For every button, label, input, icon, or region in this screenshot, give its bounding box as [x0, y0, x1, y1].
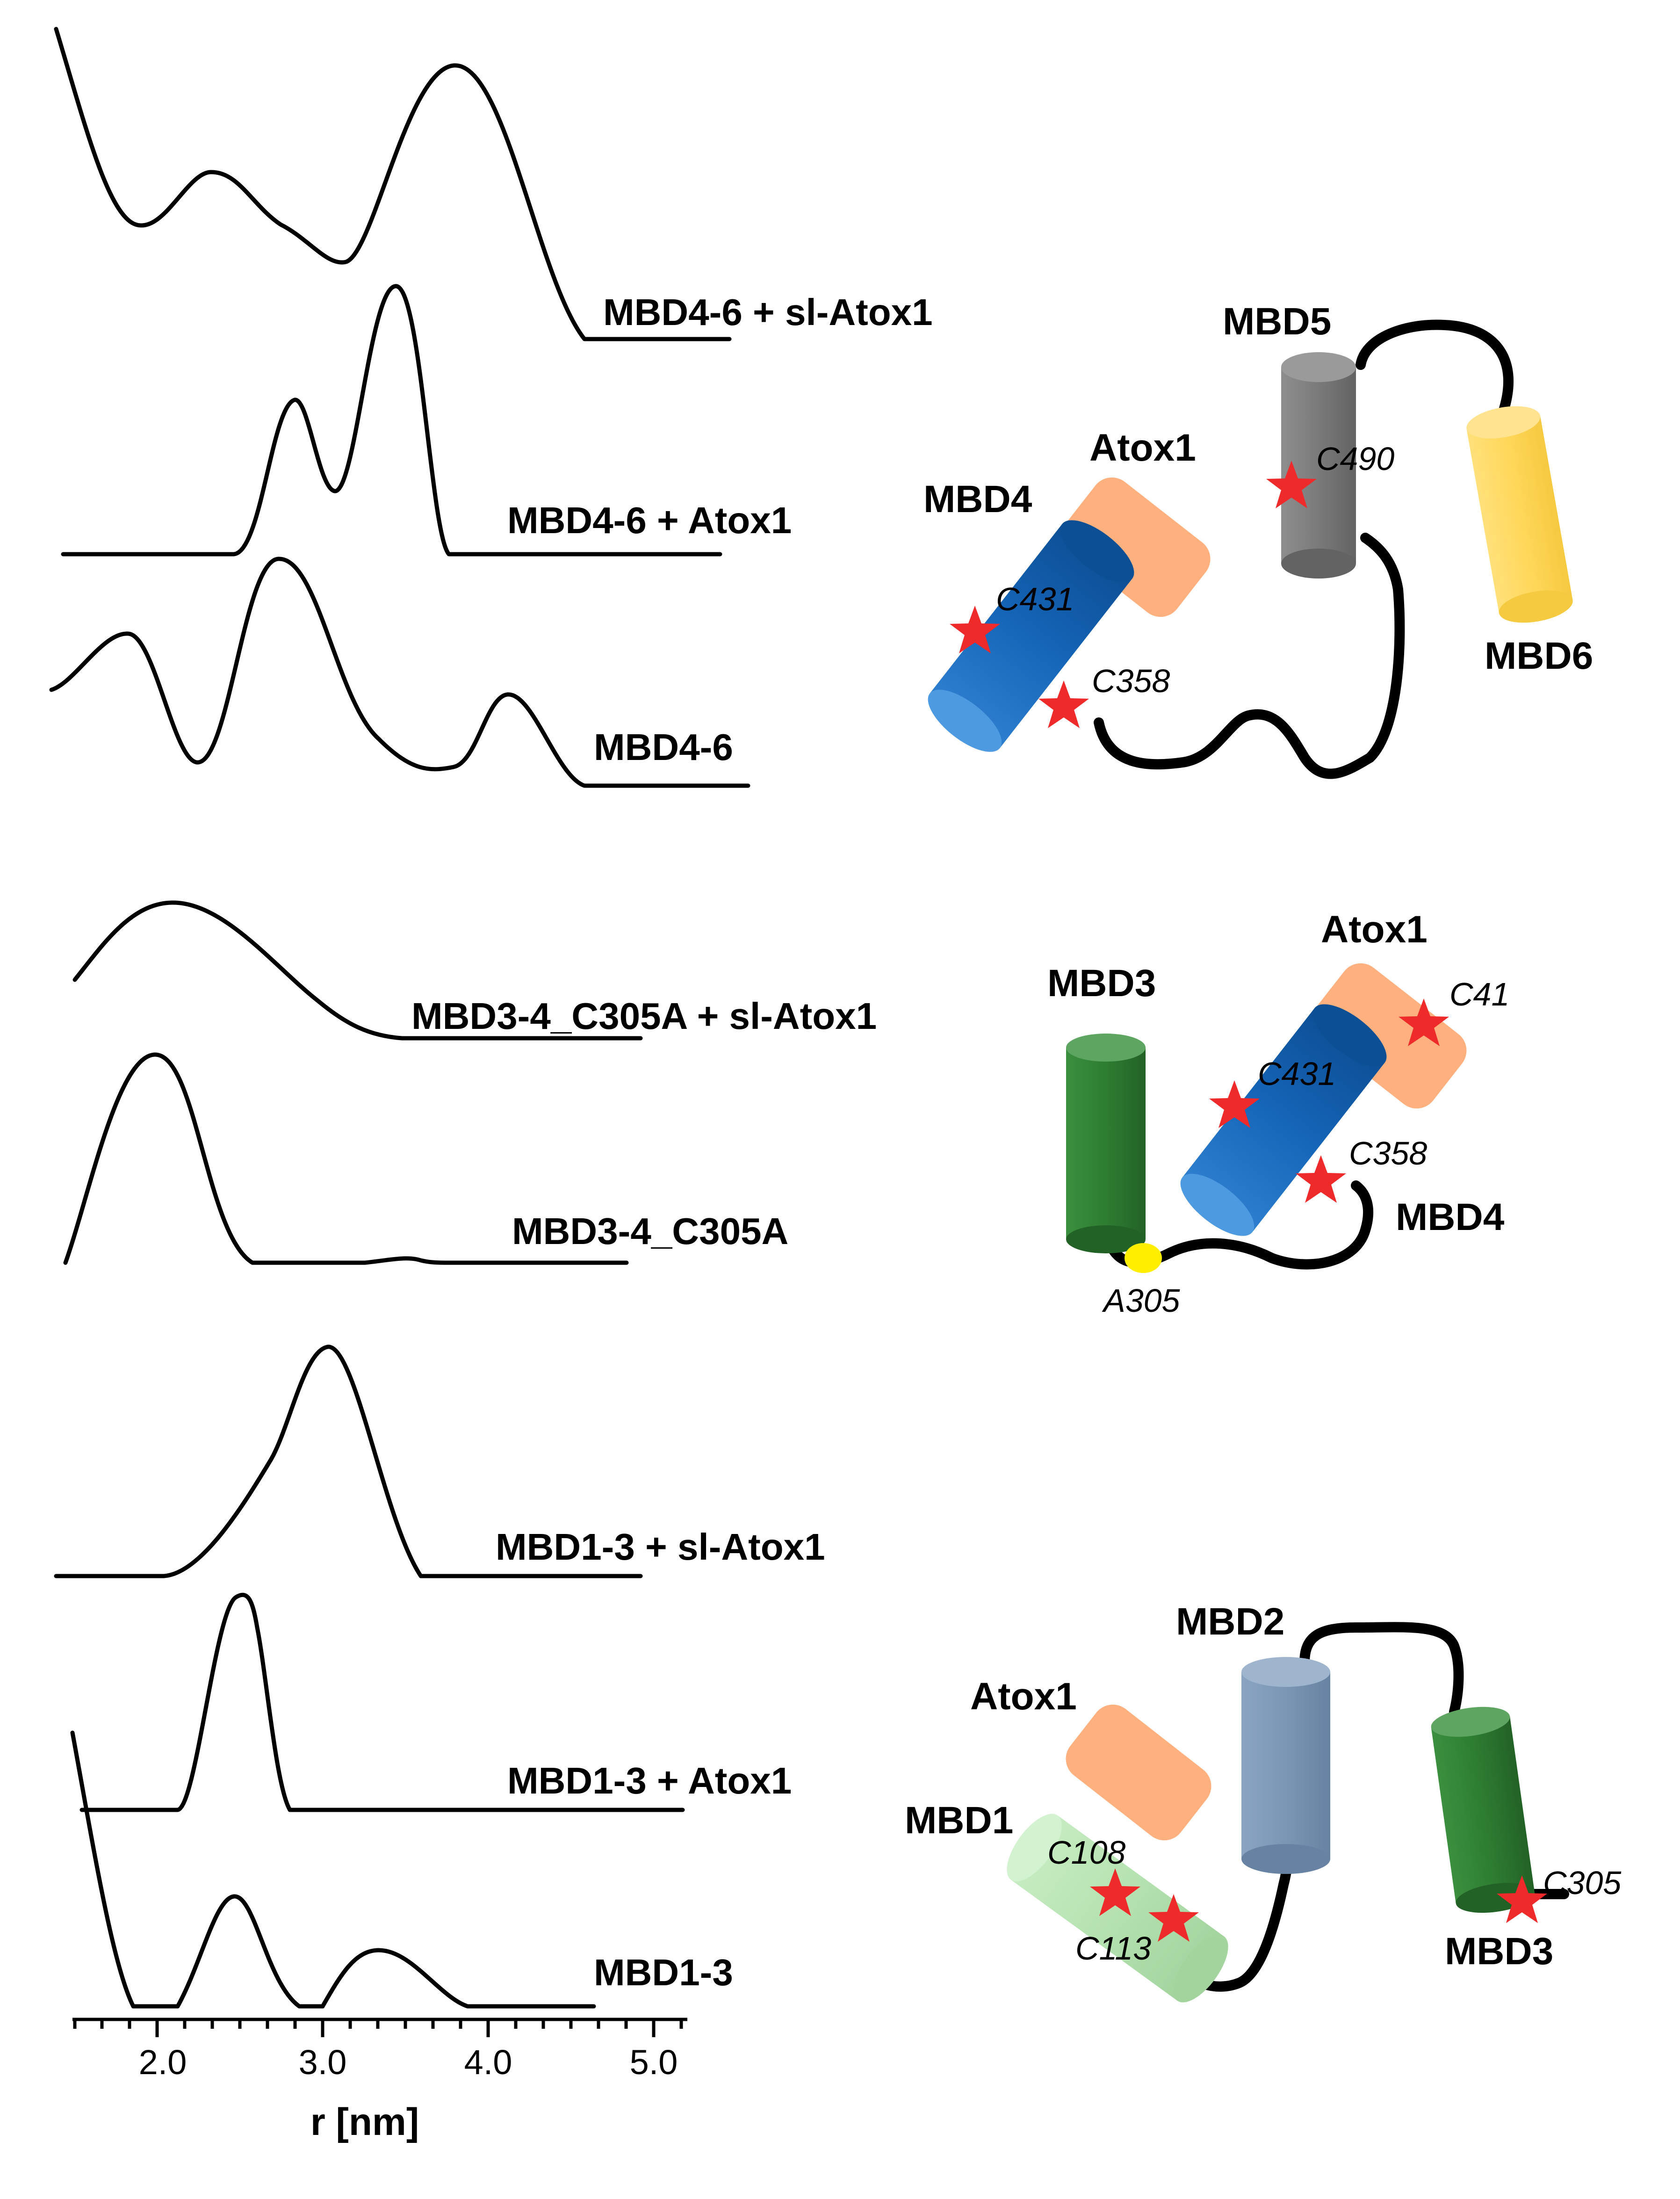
- x-tick-label: 5.0: [630, 2043, 678, 2082]
- trace-mbd4-6-sl-atox1: [54, 27, 732, 341]
- linker-mbd2-mbd3: [1299, 1622, 1464, 1717]
- star-icon: [1296, 1155, 1346, 1203]
- mbd2-domain: [1241, 1657, 1330, 1874]
- atox1-domain: [1062, 477, 1211, 617]
- diagram-mbd4-6: Atox1 MBD4 C431 C358 MBD5 C490 MBD6: [923, 300, 1593, 779]
- atox1-label: Atox1: [1089, 427, 1196, 469]
- trace-mbd3-4-c305a-sl-atox1: [72, 900, 643, 1041]
- residue-label: C358: [1349, 1135, 1427, 1172]
- mbd4-label: MBD4: [1396, 1196, 1505, 1238]
- linker-mbd4-mbd5: [1094, 533, 1405, 779]
- x-axis-title: r [nm]: [310, 2101, 419, 2143]
- mbd5-domain: [1281, 352, 1356, 579]
- x-axis: 2.0 3.0 4.0 5.0 r [nm]: [72, 2018, 687, 2143]
- trace-mbd3-4-c305a: [63, 1052, 629, 1265]
- mbd5-label: MBD5: [1223, 300, 1331, 343]
- mbd3-label: MBD3: [1445, 1930, 1553, 1973]
- mbd1-domain: [1007, 1814, 1228, 2003]
- mbd3-label: MBD3: [1047, 962, 1156, 1005]
- mbd3-domain: [1066, 1034, 1146, 1253]
- mbd6-label: MBD6: [1485, 635, 1593, 677]
- trace-mbd4-6: [49, 557, 750, 788]
- trace-mbd1-3: [70, 1730, 596, 2009]
- residue-label: C431: [1258, 1056, 1336, 1092]
- trace-mbd1-3-atox1: [79, 1592, 685, 1812]
- mbd4-domain: [928, 520, 1134, 752]
- star-icon: [1090, 1868, 1140, 1916]
- atox1-label: Atox1: [970, 1675, 1077, 1718]
- star-icon: [1209, 1080, 1260, 1128]
- residue-label: C41: [1449, 976, 1509, 1013]
- trace-mbd1-3-sl-atox1: [54, 1345, 643, 1578]
- residue-label: C108: [1047, 1834, 1125, 1871]
- atox1-domain: [1066, 1704, 1211, 1841]
- star-icon: [1497, 1875, 1547, 1923]
- trace-label: MBD3-4_C305A: [512, 1210, 788, 1252]
- residue-label: C358: [1092, 663, 1170, 699]
- trace-label: MBD1-3: [594, 1952, 733, 1993]
- x-axis-ticks: [73, 2019, 683, 2037]
- a305-marker: [1125, 1243, 1162, 1273]
- trace-label: MBD4-6 + sl-Atox1: [603, 291, 933, 333]
- x-tick-label: 2.0: [139, 2043, 187, 2082]
- residue-label: A305: [1102, 1282, 1181, 1319]
- x-tick-label: 4.0: [464, 2043, 512, 2082]
- mbd4-label: MBD4: [923, 478, 1032, 521]
- trace-label: MBD4-6: [594, 726, 733, 768]
- star-icon: [1266, 461, 1317, 508]
- diagram-mbd1-3: Atox1 MBD1 C108 C113 MBD2 C305 MBD3: [905, 1600, 1622, 2003]
- residue-label: C113: [1075, 1930, 1151, 1967]
- star-icon: [1399, 998, 1449, 1046]
- mbd2-label: MBD2: [1176, 1600, 1284, 1643]
- trace-label: MBD1-3 + Atox1: [507, 1760, 792, 1801]
- trace-label: MBD1-3 + sl-Atox1: [496, 1526, 825, 1568]
- star-icon: [1148, 1894, 1199, 1942]
- atox1-label: Atox1: [1321, 908, 1428, 951]
- trace-mbd4-6-atox1: [61, 284, 722, 557]
- residue-label: C431: [996, 581, 1074, 617]
- mbd6-domain: [1466, 406, 1573, 623]
- diagram-mbd3-4: MBD3 A305 Atox1 C41 C431 C358 MBD4: [1047, 908, 1509, 1319]
- linker-mbd5-mbd6: [1356, 319, 1514, 417]
- star-icon: [950, 606, 1000, 653]
- residue-label: C305: [1543, 1865, 1622, 1901]
- trace-label: MBD4-6 + Atox1: [507, 499, 792, 541]
- mbd1-label: MBD1: [905, 1799, 1013, 1842]
- residue-label: C490: [1316, 441, 1394, 477]
- distance-traces: MBD4-6 + sl-Atox1 MBD4-6 + Atox1 MBD4-6 …: [49, 27, 933, 2009]
- star-icon: [1038, 680, 1089, 728]
- x-tick-label: 3.0: [299, 2043, 347, 2082]
- mbd4-domain: [1180, 1004, 1387, 1236]
- mbd3-domain: [1431, 1707, 1535, 1913]
- atox1-domain: [1311, 963, 1467, 1109]
- trace-label: MBD3-4_C305A + sl-Atox1: [411, 995, 877, 1037]
